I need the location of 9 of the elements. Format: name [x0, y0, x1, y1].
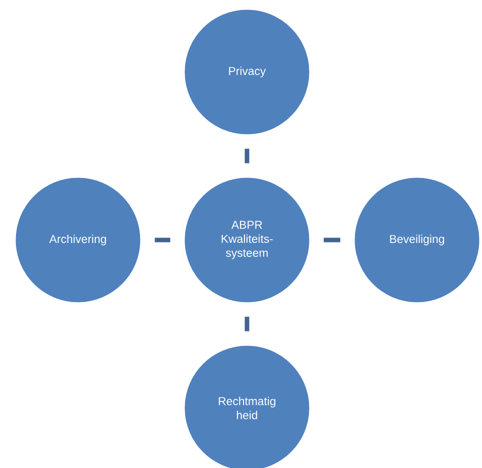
- connector-line: [244, 148, 250, 164]
- circle-node: Beveiliging: [353, 176, 481, 304]
- circle-node: Privacy: [183, 8, 311, 136]
- circle-node: Rechtmatig heid: [183, 344, 311, 468]
- connector-line: [324, 238, 340, 242]
- circle-node: ABPR Kwaliteits-systeem: [183, 176, 311, 304]
- connector-line: [244, 316, 250, 332]
- circle-node: Archivering: [14, 176, 142, 304]
- connector-line: [154, 238, 170, 242]
